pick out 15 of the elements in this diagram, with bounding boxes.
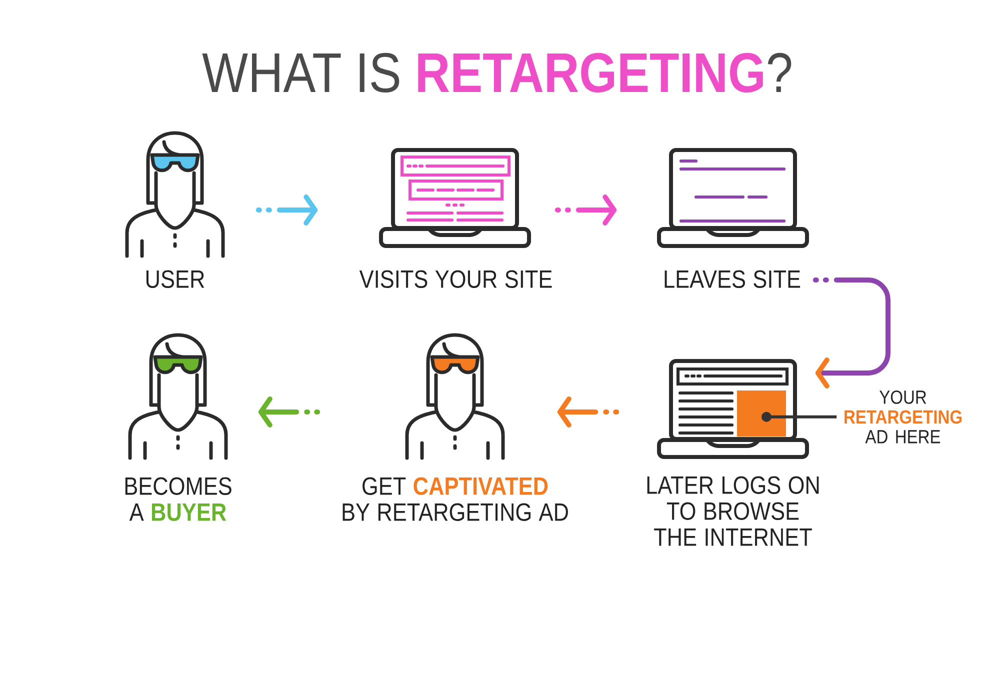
arrow	[812, 278, 890, 388]
step-label: USER	[146, 270, 204, 288]
step-label: VISITS YOUR SITE	[359, 270, 552, 288]
step-label: GET CAPTIVATED BY RETARGETING AD	[342, 477, 568, 521]
step-label: LEAVES SITE	[664, 270, 800, 288]
step-label: BECOMES A BUYER	[125, 477, 232, 521]
leader-line	[762, 412, 837, 422]
arrow	[554, 194, 617, 226]
step-label: LATER LOGS ON TO BROWSE THE INTERNET	[647, 476, 819, 546]
arrow	[258, 396, 320, 428]
title: WHAT IS RETARGETING?	[202, 52, 792, 93]
callout-label: YOUR RETARGETING AD HERE	[844, 390, 962, 444]
arrow	[557, 396, 620, 428]
square-block	[737, 390, 786, 436]
arrow	[256, 194, 318, 226]
